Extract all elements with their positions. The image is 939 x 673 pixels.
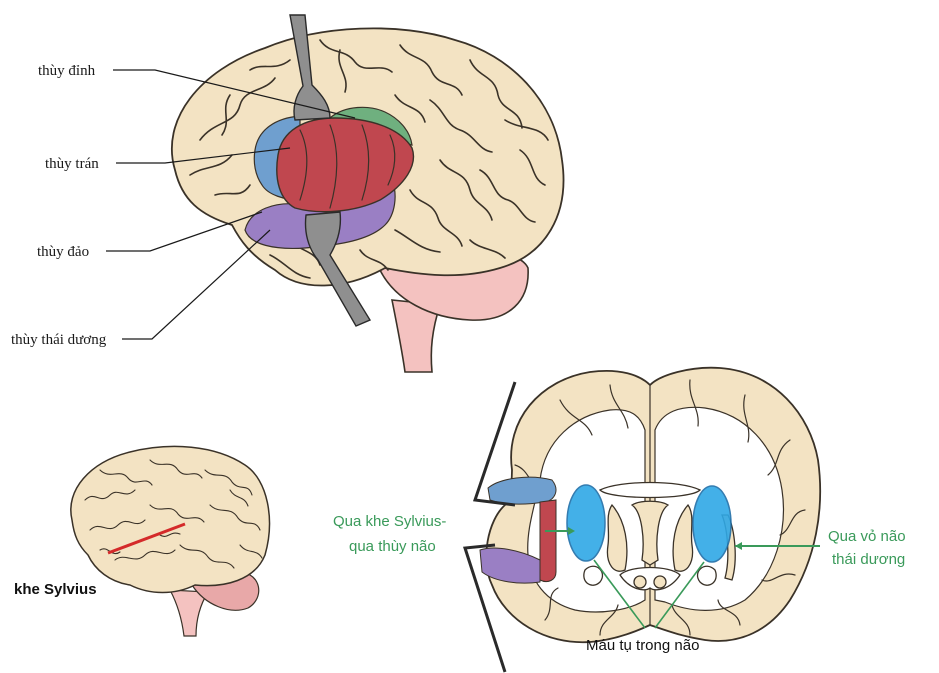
label-parietal: thùy đỉnh — [38, 63, 96, 79]
central-structures — [583, 481, 736, 591]
label-hematoma: Máu tụ trong não — [586, 637, 699, 654]
hematoma-pointer-left — [593, 559, 646, 629]
lateral-brain-figure — [70, 445, 271, 637]
coronal-frontal-strip — [487, 476, 557, 505]
label-temporal: thùy thái dương — [11, 332, 107, 348]
hematoma-pointer-right — [654, 561, 705, 629]
brainstem — [391, 299, 442, 373]
sylvian-fissure-line — [107, 522, 186, 555]
top-leader-lines — [106, 69, 356, 340]
label-left-approach-line1: Qua khe Sylvius- — [333, 513, 446, 530]
label-insula: thùy đảo — [37, 244, 89, 260]
left-retractor-lower — [463, 543, 507, 673]
left-retractor-upper — [472, 381, 517, 507]
lower-retractor — [304, 211, 372, 327]
label-frontal: thùy trán — [45, 156, 99, 172]
left-approach-arrowhead — [568, 527, 575, 535]
label-left-approach-line2: qua thùy não — [349, 538, 436, 555]
label-right-approach-line2: thái dương — [832, 551, 905, 568]
hematoma-right — [692, 485, 732, 563]
top-brain-figure — [170, 14, 565, 373]
right-approach-arrowhead — [735, 542, 742, 550]
coronal-temporal-strip — [479, 547, 541, 584]
coronal-section-figure — [463, 366, 822, 673]
hematoma-left — [566, 484, 606, 562]
label-right-approach-line1: Qua vỏ não — [828, 528, 906, 545]
coronal-insula-strip — [539, 499, 557, 583]
lateral-cerebrum — [70, 445, 271, 594]
upper-retractor — [289, 14, 331, 121]
top-brain-gyri — [189, 39, 549, 279]
insula-gyri — [299, 124, 396, 209]
lateral-brainstem — [168, 589, 210, 637]
lateral-gyri — [84, 459, 263, 569]
label-sylvian: khe Sylvius — [14, 581, 97, 598]
